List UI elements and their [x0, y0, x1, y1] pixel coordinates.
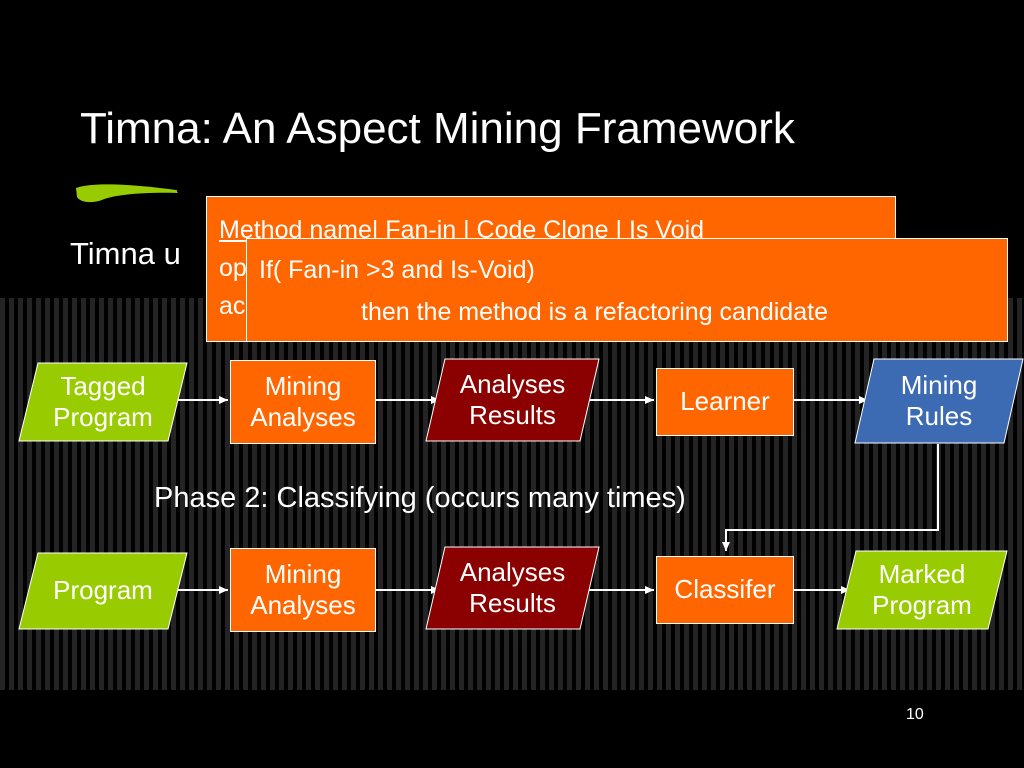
arrow-rules-to-classifier — [722, 444, 939, 551]
node-label: Program — [53, 575, 153, 606]
mining-rules-node: Mining Rules — [854, 358, 1024, 444]
parallelogram-blue-shape — [854, 358, 1024, 444]
node-label-line: Rules — [905, 401, 973, 431]
parallelogram-green-shape — [18, 362, 188, 442]
node-label-line: Results — [469, 400, 556, 430]
learner-node: Learner — [656, 368, 794, 436]
node-label-line: Analyses — [250, 590, 356, 620]
node-label-line: Program — [872, 590, 972, 620]
slide-title: Timna: An Aspect Mining Framework — [80, 104, 795, 153]
node-label-line: Tagged — [60, 370, 146, 401]
node-label-line: Mining — [900, 369, 978, 400]
node-label-line: Results — [469, 588, 556, 618]
attributes-line-fragment-2: ac — [219, 292, 246, 320]
node-label-line: Analyses — [459, 368, 566, 399]
parallelogram-green-shape — [836, 550, 1008, 630]
parallelogram-green-shape — [18, 552, 188, 630]
node-label-line: Program — [53, 402, 153, 432]
slide-subtext: Timna u — [70, 236, 181, 271]
node-label: Learner — [680, 386, 770, 417]
tagged-program-node: Tagged Program — [18, 362, 188, 442]
brush-stroke-decoration — [76, 184, 181, 203]
rule-popup: If( Fan-in >3 and Is-Void) then the meth… — [246, 238, 1008, 342]
node-label-line: Mining — [264, 558, 342, 589]
page-number: 10 — [906, 706, 924, 723]
attributes-line-fragment-1: op — [219, 254, 247, 282]
parallelogram-darkred-shape — [425, 358, 600, 442]
node-label-line: Analyses — [459, 556, 566, 587]
parallelogram-darkred-shape — [425, 546, 600, 630]
node-label: Classifer — [674, 574, 776, 605]
rule-consequence-line: then the method is a refactoring candida… — [361, 298, 828, 326]
analyses-results-node-1: Analyses Results — [425, 358, 600, 442]
node-label-line: Marked — [878, 558, 966, 589]
analyses-results-node-2: Analyses Results — [425, 546, 600, 630]
rule-condition-line: If( Fan-in >3 and Is-Void) — [259, 256, 535, 284]
phase-2-label: Phase 2: Classifying (occurs many times) — [154, 482, 686, 514]
marked-program-node: Marked Program — [836, 550, 1008, 630]
mining-analyses-node-2: Mining Analyses — [230, 548, 376, 632]
classifier-node: Classifer — [656, 556, 794, 624]
node-label-line: Analyses — [250, 402, 356, 432]
mining-analyses-node-1: Mining Analyses — [230, 360, 376, 444]
program-node: Program — [18, 552, 188, 630]
node-label-line: Mining — [264, 370, 342, 401]
